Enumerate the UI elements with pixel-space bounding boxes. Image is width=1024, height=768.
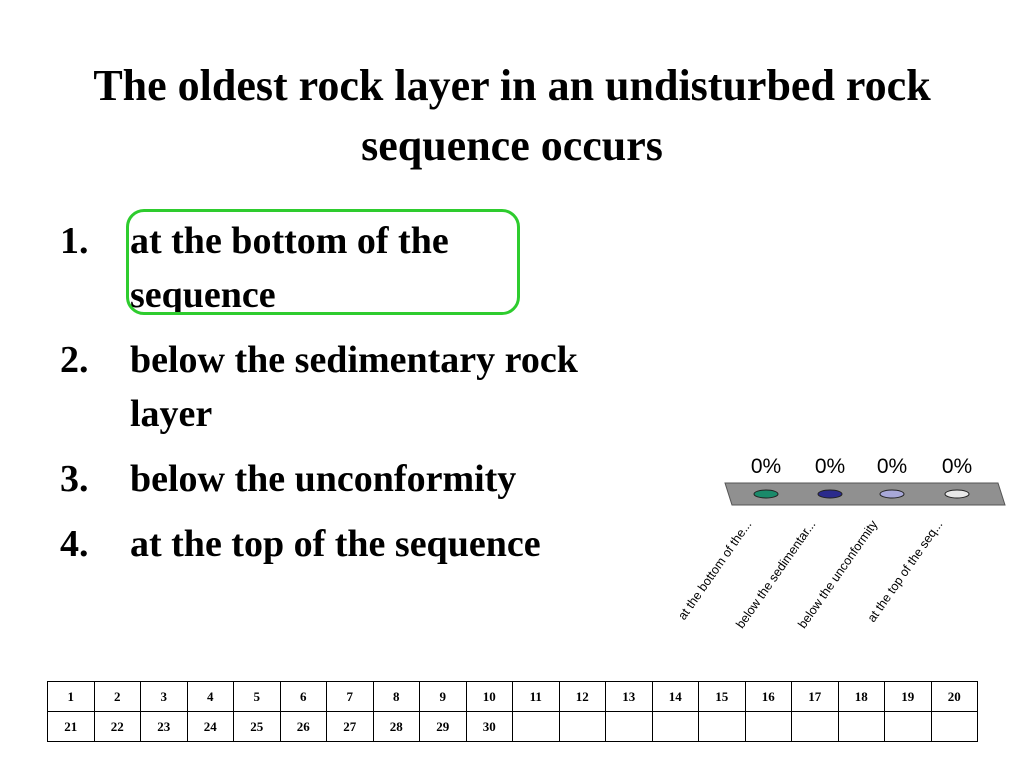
grid-cell: 17 bbox=[791, 681, 839, 712]
answer-option-2[interactable]: 2. below the sedimentary rock layer bbox=[60, 333, 620, 441]
answer-option-1[interactable]: 1. at the bottom of the sequence bbox=[60, 209, 620, 322]
grid-cell: 12 bbox=[558, 681, 606, 712]
grid-cell bbox=[837, 711, 885, 742]
answer-number: 4. bbox=[60, 523, 89, 565]
correct-answer-highlight bbox=[126, 209, 520, 315]
grid-cell: 8 bbox=[372, 681, 420, 712]
chart-bar-4 bbox=[944, 489, 970, 499]
grid-cell: 21 bbox=[47, 711, 95, 742]
chart-category-label: at the bottom of the... bbox=[675, 518, 754, 623]
grid-cell bbox=[558, 711, 606, 742]
grid-cell: 25 bbox=[233, 711, 281, 742]
answer-text: below the sedimentary rock layer bbox=[130, 339, 578, 435]
question-title: The oldest rock layer in an undisturbed … bbox=[10, 56, 1014, 176]
grid-cell: 6 bbox=[279, 681, 327, 712]
answer-text: at the top of the sequence bbox=[130, 523, 541, 565]
chart-bar-1 bbox=[753, 489, 779, 499]
grid-cell: 30 bbox=[465, 711, 513, 742]
grid-cell bbox=[605, 711, 653, 742]
chart-floor bbox=[724, 482, 1006, 506]
grid-cell: 9 bbox=[419, 681, 467, 712]
grid-cell: 4 bbox=[186, 681, 234, 712]
response-chart-svg: 0%at the bottom of the...0%below the sed… bbox=[675, 455, 1006, 631]
grid-cell: 24 bbox=[186, 711, 234, 742]
grid-cell bbox=[791, 711, 839, 742]
grid-cell: 5 bbox=[233, 681, 281, 712]
grid-cell: 1 bbox=[47, 681, 95, 712]
grid-cell: 7 bbox=[326, 681, 374, 712]
grid-cell: 16 bbox=[744, 681, 792, 712]
grid-cell: 11 bbox=[512, 681, 560, 712]
grid-cell bbox=[512, 711, 560, 742]
grid-cell: 14 bbox=[651, 681, 699, 712]
grid-cell: 15 bbox=[698, 681, 746, 712]
answer-option-4[interactable]: 4. at the top of the sequence bbox=[60, 517, 620, 571]
answer-number: 3. bbox=[60, 458, 89, 500]
grid-cell: 20 bbox=[930, 681, 978, 712]
grid-cell: 13 bbox=[605, 681, 653, 712]
answer-option-3[interactable]: 3. below the unconformity bbox=[60, 452, 620, 506]
chart-value-label: 0% bbox=[877, 455, 907, 478]
answer-number: 1. bbox=[60, 220, 89, 262]
grid-cell bbox=[744, 711, 792, 742]
chart-bar-3 bbox=[879, 489, 905, 499]
answer-text: at the bottom of the sequence bbox=[130, 220, 449, 316]
grid-cell bbox=[930, 711, 978, 742]
grid-cell: 2 bbox=[93, 681, 141, 712]
chart-category-label: at the top of the seq... bbox=[865, 518, 946, 625]
answer-text: below the unconformity bbox=[130, 458, 517, 500]
chart-value-label: 0% bbox=[942, 455, 972, 478]
question-title-line-2: sequence occurs bbox=[361, 121, 663, 170]
question-title-line-1: The oldest rock layer in an undisturbed … bbox=[93, 61, 931, 110]
grid-cell bbox=[651, 711, 699, 742]
response-chart: 0%at the bottom of the...0%below the sed… bbox=[620, 440, 1020, 670]
grid-cell bbox=[698, 711, 746, 742]
grid-cell: 10 bbox=[465, 681, 513, 712]
answer-number: 2. bbox=[60, 339, 89, 381]
grid-cell: 22 bbox=[93, 711, 141, 742]
grid-cell: 18 bbox=[837, 681, 885, 712]
answer-list: 1. at the bottom of the sequence 2. belo… bbox=[60, 209, 620, 582]
grid-cell: 29 bbox=[419, 711, 467, 742]
grid-cell: 26 bbox=[279, 711, 327, 742]
chart-bar-2 bbox=[817, 489, 843, 499]
grid-cell bbox=[884, 711, 932, 742]
chart-value-label: 0% bbox=[751, 455, 781, 478]
grid-cell: 27 bbox=[326, 711, 374, 742]
grid-cell: 28 bbox=[372, 711, 420, 742]
grid-cell: 23 bbox=[140, 711, 188, 742]
grid-cell: 19 bbox=[884, 681, 932, 712]
grid-cell: 3 bbox=[140, 681, 188, 712]
chart-value-label: 0% bbox=[815, 455, 845, 478]
